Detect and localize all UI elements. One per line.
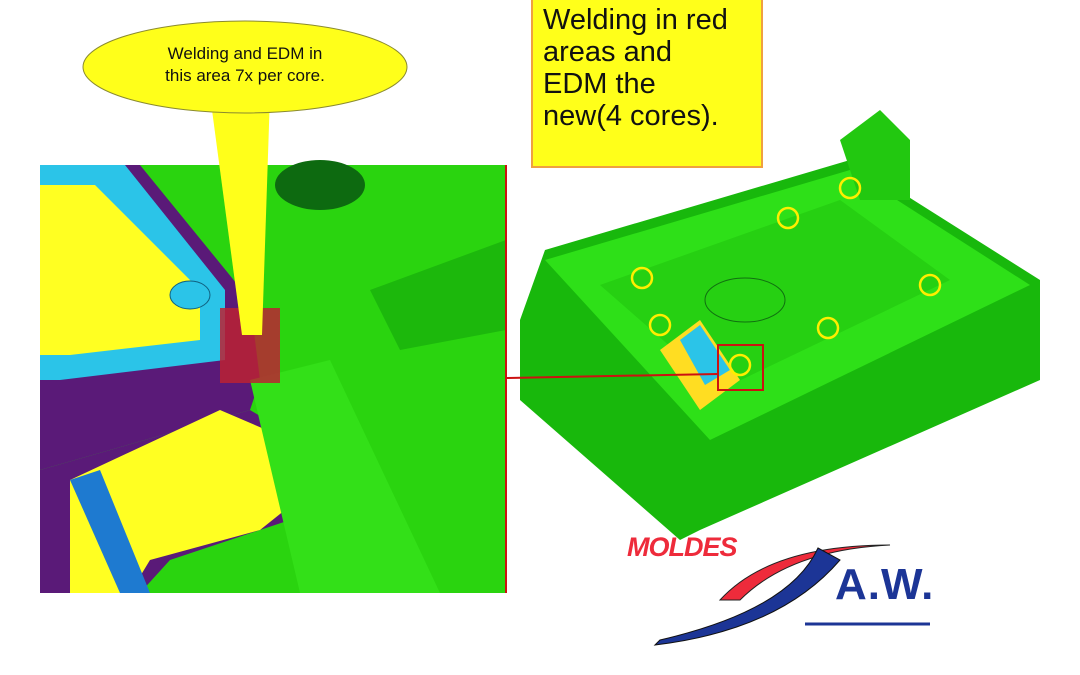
callout-line: Welding in red bbox=[543, 4, 728, 36]
logo-swoosh bbox=[653, 544, 930, 646]
detail-marker-box bbox=[717, 344, 764, 391]
bubble-line: Welding and EDM in bbox=[167, 44, 323, 63]
bubble-callout-shape bbox=[82, 20, 408, 335]
callout-line: EDM the bbox=[543, 68, 656, 100]
logo-aw-text: A.W. bbox=[835, 560, 935, 609]
instruction-callout-box: Welding in red areas and EDM the new(4 c… bbox=[531, 0, 763, 168]
leader-line bbox=[505, 373, 719, 379]
callout-line: areas and bbox=[543, 36, 672, 68]
callout-line: new(4 cores). bbox=[543, 100, 719, 132]
bubble-callout-text: Welding and EDM in this area 7x per core… bbox=[100, 43, 390, 87]
bubble-line: this area 7x per core. bbox=[165, 66, 325, 85]
zoomed-detail-panel bbox=[40, 160, 507, 593]
mold-model bbox=[505, 110, 1040, 540]
logo-moldes-text: MOLDES bbox=[627, 532, 738, 562]
